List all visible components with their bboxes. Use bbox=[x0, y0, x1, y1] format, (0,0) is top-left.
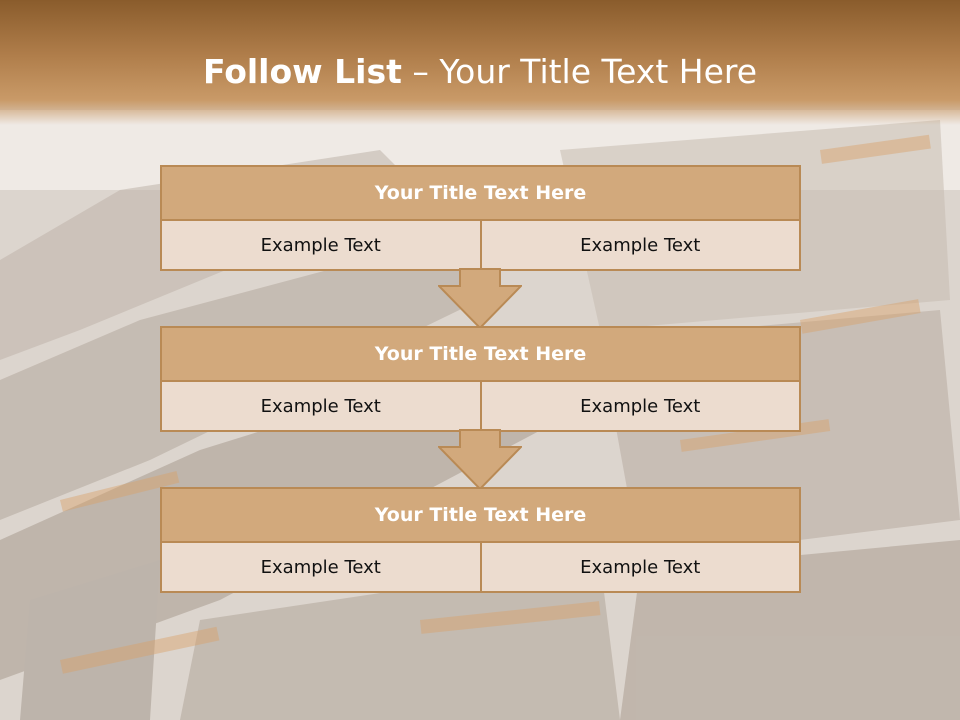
step-1-left-cell: Example Text bbox=[160, 221, 482, 271]
step-1-title: Your Title Text Here bbox=[160, 165, 801, 221]
step-box-2: Your Title Text Here Example Text Exampl… bbox=[160, 326, 801, 432]
step-1-row: Example Text Example Text bbox=[160, 221, 801, 271]
step-2-right-cell: Example Text bbox=[481, 382, 801, 432]
step-2-row: Example Text Example Text bbox=[160, 382, 801, 432]
step-box-1: Your Title Text Here Example Text Exampl… bbox=[160, 165, 801, 271]
down-arrow-icon-1 bbox=[438, 268, 522, 330]
step-2-title: Your Title Text Here bbox=[160, 326, 801, 382]
step-3-left-cell: Example Text bbox=[160, 543, 482, 593]
step-3-row: Example Text Example Text bbox=[160, 543, 801, 593]
slide-title-bold: Follow List bbox=[202, 52, 402, 91]
step-box-3: Your Title Text Here Example Text Exampl… bbox=[160, 487, 801, 593]
down-arrow-icon-2 bbox=[438, 429, 522, 491]
title-bar bbox=[0, 0, 960, 125]
step-1-right-cell: Example Text bbox=[481, 221, 801, 271]
slide-title: Follow List – Your Title Text Here bbox=[0, 52, 960, 91]
step-3-right-cell: Example Text bbox=[481, 543, 801, 593]
step-3-title: Your Title Text Here bbox=[160, 487, 801, 543]
step-2-left-cell: Example Text bbox=[160, 382, 482, 432]
slide-title-rest: – Your Title Text Here bbox=[401, 52, 758, 91]
